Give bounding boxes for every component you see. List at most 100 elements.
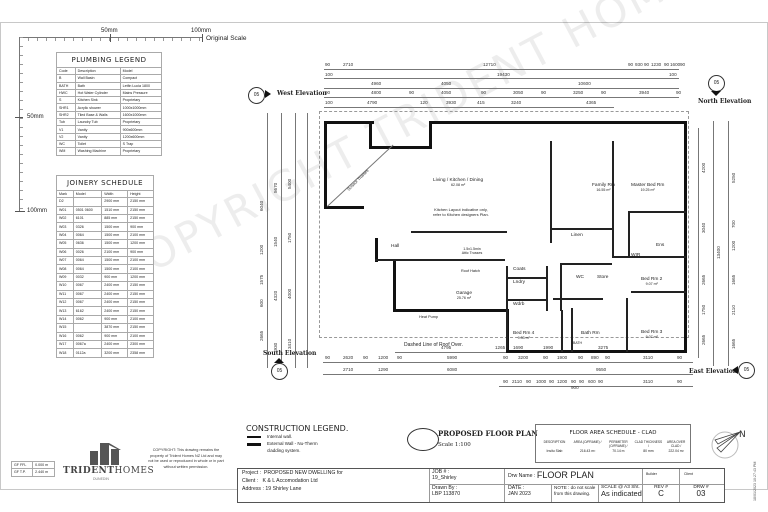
dim-label: 3110 bbox=[643, 379, 653, 384]
area-col-area: AREA (O/FRAME) / bbox=[573, 440, 602, 444]
room-area: 16.55 m² bbox=[596, 188, 611, 192]
cell: 3870 mm bbox=[101, 323, 129, 333]
cell: 2400 mm bbox=[101, 281, 129, 291]
cell: D2 bbox=[56, 197, 74, 207]
room-linen: Linen bbox=[571, 233, 583, 238]
dim-label: 1665 bbox=[731, 338, 736, 349]
col-width: Width bbox=[101, 189, 129, 199]
drawn-by-label: Drawn By : bbox=[432, 485, 458, 491]
col-description: Description bbox=[74, 66, 121, 76]
cell: 6101 bbox=[72, 214, 103, 224]
dim-label: 1600 bbox=[670, 62, 681, 67]
cell: 2400 mm bbox=[101, 339, 129, 350]
cell: 0064 bbox=[72, 256, 103, 266]
room-name: Garage bbox=[456, 291, 472, 296]
dim-label: 6080 bbox=[447, 367, 458, 372]
area-col-clad: CLAD THICKNESS / bbox=[634, 440, 663, 448]
dim-label: 90 bbox=[503, 379, 509, 384]
dim-label: 4365 bbox=[586, 100, 597, 105]
cell: 1500 mm bbox=[101, 264, 129, 274]
cell: 2100 mm bbox=[127, 264, 154, 274]
dim-label: 90 bbox=[676, 90, 682, 95]
room-name: Bath Rm bbox=[581, 331, 600, 336]
cell: V2 bbox=[56, 132, 76, 141]
cell: 2150 mm bbox=[127, 306, 154, 316]
dim-label: 1750 bbox=[701, 304, 706, 315]
room-name: Lndry bbox=[513, 280, 525, 285]
dim-label: 4050 bbox=[441, 81, 452, 86]
address-label: Address : bbox=[242, 486, 264, 492]
dim-label: 1265 bbox=[495, 345, 506, 350]
cell: 1000x1000mm bbox=[119, 103, 163, 112]
dim-label: 120 bbox=[420, 100, 428, 105]
cell: 0064 bbox=[72, 230, 103, 241]
scale-label: SCALE @ A3 Sht. bbox=[601, 485, 640, 490]
cell: 0501 0600 bbox=[72, 205, 103, 216]
dim-label: 3940 bbox=[639, 90, 650, 95]
dim-label: 3200 bbox=[518, 355, 529, 360]
dim-label: 12710 bbox=[483, 62, 496, 67]
cell: W04 bbox=[56, 230, 74, 241]
cell: Proprietary bbox=[119, 96, 163, 105]
original-scale-label: Original Scale bbox=[206, 35, 247, 42]
job-value: 19_Shirley bbox=[432, 475, 457, 481]
legend-cladding: cladding system. bbox=[267, 448, 301, 453]
legend-external-wall: External Wall - Nu-Therm bbox=[267, 441, 318, 446]
date-value: JAN 2023 bbox=[508, 491, 531, 497]
dim-label: 415 bbox=[477, 100, 485, 105]
cell: 6162 bbox=[72, 306, 103, 316]
cell: Insitu Slab bbox=[546, 449, 563, 453]
project-row: Project : PROPOSED NEW DWELLING for bbox=[242, 470, 343, 477]
cell: 216.43 m² bbox=[579, 449, 596, 453]
dim-label: 1000 bbox=[536, 379, 547, 384]
project-value: PROPOSED NEW DWELLING for bbox=[263, 470, 343, 476]
cell: 2400 mm bbox=[101, 289, 129, 300]
dim-label: 100 bbox=[325, 72, 333, 77]
cell: W06 bbox=[56, 247, 74, 258]
cell: B bbox=[56, 74, 76, 83]
dim-label: 90 bbox=[541, 90, 547, 95]
cell: 1500 mm bbox=[101, 222, 129, 232]
cell bbox=[72, 323, 103, 333]
cell: 0067 bbox=[72, 297, 103, 308]
legend-internal-wall: Internal wall. bbox=[267, 434, 293, 439]
title-block: Project : PROPOSED NEW DWELLING for Clie… bbox=[237, 468, 725, 503]
dim-label: 1230 bbox=[651, 62, 662, 67]
col-model: Model bbox=[119, 66, 163, 76]
east-elevation-label: East Elevation bbox=[689, 368, 738, 375]
room-laundry: Lndry bbox=[513, 280, 525, 285]
dim-label: 90 bbox=[526, 379, 532, 384]
dim-label: 2665 bbox=[259, 330, 264, 341]
dim-label: 1200 bbox=[557, 379, 568, 384]
col-height: Height bbox=[127, 189, 154, 199]
address-row: Address : 19 Shirley Lane bbox=[242, 486, 301, 493]
dim-label: 90 bbox=[598, 379, 604, 384]
dim-label: 100 bbox=[669, 72, 677, 77]
cell: Kitchen Sink bbox=[74, 96, 121, 105]
cell: 0067a bbox=[72, 339, 103, 350]
dim-label: 2665 bbox=[701, 334, 706, 345]
dim-label: 90 bbox=[325, 90, 331, 95]
scale-100mm-label: 100mm bbox=[191, 28, 212, 34]
cell: Vanity bbox=[74, 132, 121, 141]
rev-value: C bbox=[658, 489, 664, 498]
dim-label: 10600 bbox=[578, 81, 591, 86]
cell: 2150 mm bbox=[127, 297, 154, 308]
col-code: Code bbox=[56, 66, 76, 76]
cell: Proprietary bbox=[119, 147, 163, 156]
cell: HWC bbox=[56, 88, 76, 98]
scale-50mm-label: 50mm bbox=[101, 28, 118, 34]
cell: 2100 mm bbox=[127, 230, 154, 241]
